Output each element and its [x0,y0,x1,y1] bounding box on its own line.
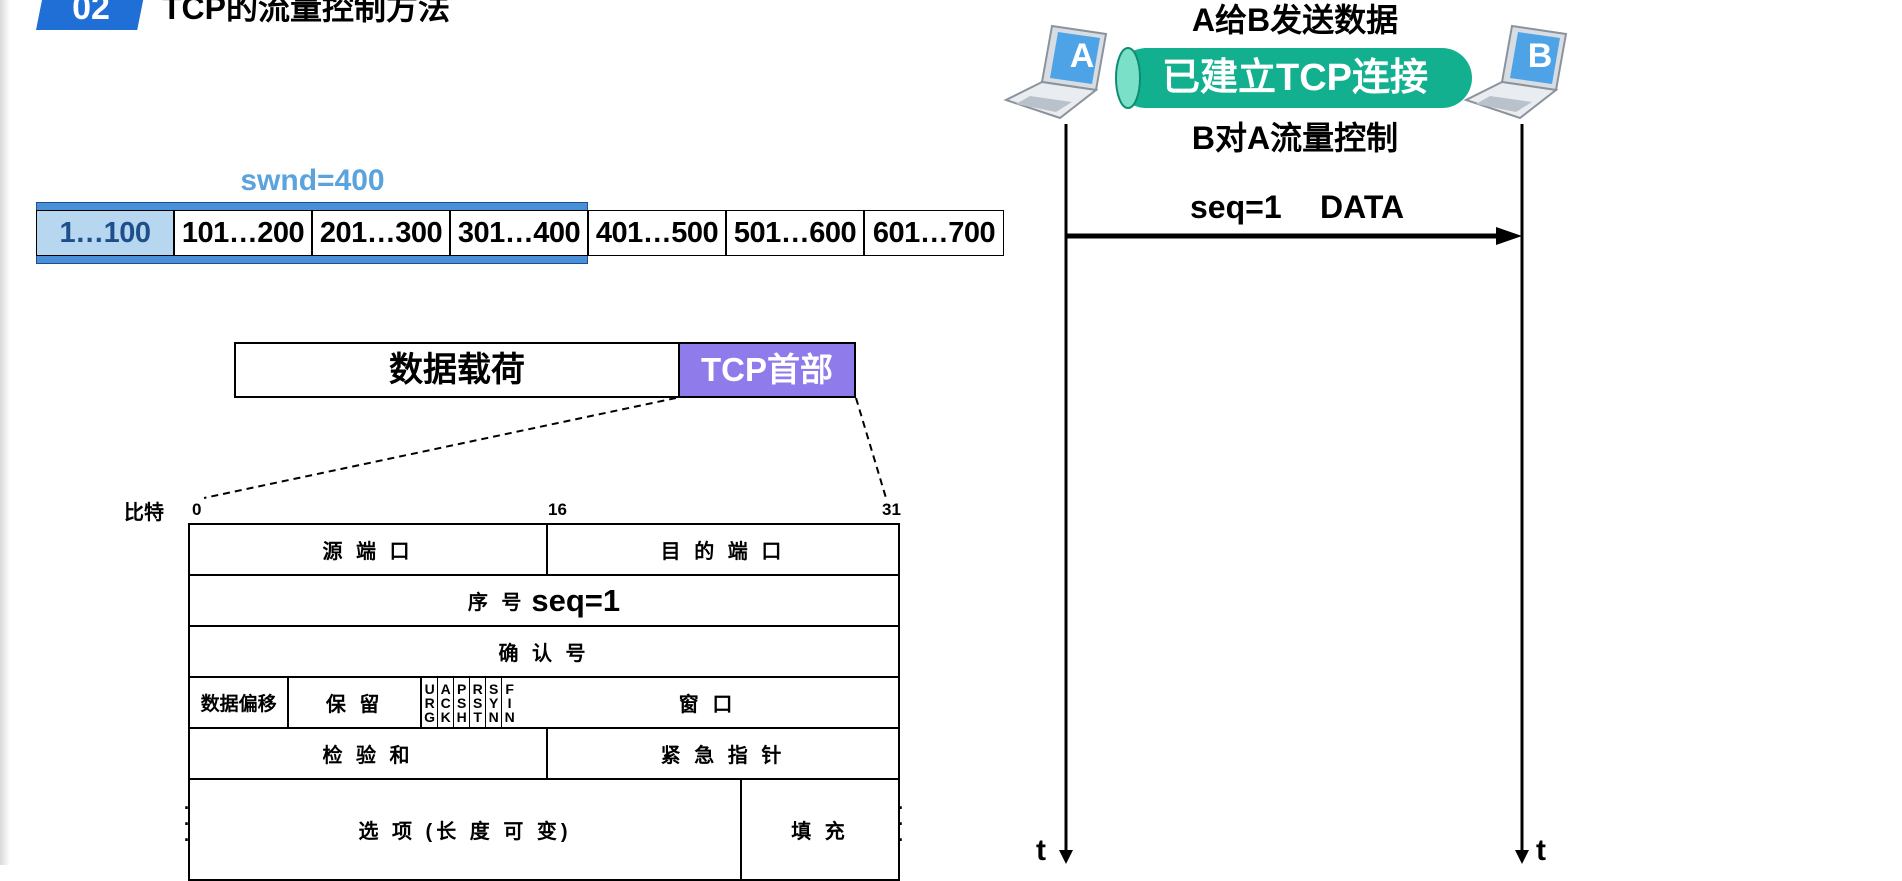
time-axis-label-a: t [1036,834,1046,867]
data-offset-field: 数据偏移 [200,694,277,715]
section-badge: 02 [36,0,146,30]
sequence-number-field: 序 号 seq=1 [190,576,898,625]
bit-16-label: 16 [548,500,567,519]
dashed-line-right [855,397,887,499]
time-axis-label-b: t [1536,834,1546,867]
segment-tcp-header: TCP首部 [680,344,854,396]
slide-title: TCP的流量控制方法 [162,0,451,26]
swnd-label: swnd=400 [240,164,385,197]
byte-range-cell: 501…600 [727,211,865,255]
options-dots-left: ··· [184,798,190,850]
options-dots-right: ··· [898,798,904,850]
bit-0-label: 0 [192,500,202,519]
tcp-connection-pipe [1116,48,1472,108]
reserved-field: 保 留 [287,678,420,727]
byte-range-cell: 101…200 [175,211,313,255]
options-field: 选 项 (长 度 可 变) [358,821,572,843]
message-seq-label: seq=1 [1190,189,1282,225]
seq-field-value: seq=1 [531,582,621,618]
pipe-end-ellipse [1115,47,1141,109]
byte-range-cell: 1…100 [37,211,175,255]
lifeline-a-arrow [1059,850,1073,864]
connection-label: 已建立TCP连接 [1161,57,1428,99]
ack-number-field: 确 认 号 [498,643,590,665]
urgent-pointer-field: 紧 急 指 针 [546,729,898,778]
laptop-b-icon [1463,24,1568,120]
header-row-ack: 确 认 号 [190,627,898,678]
message-data-label: DATA [1320,189,1405,225]
seq-field-label: 序 号 [467,592,526,614]
flow-control-label: B对A流量控制 [1191,120,1399,156]
dest-port-field: 目 的 端 口 [546,525,898,574]
checksum-field: 检 验 和 [322,745,414,767]
source-port-field: 源 端 口 [322,541,414,563]
byte-range-cell: 201…300 [313,211,451,255]
header-row-ports: 源 端 口 目 的 端 口 [190,525,898,576]
page-edge-shadow [0,0,10,865]
send-direction-label: A给B发送数据 [1191,2,1399,38]
bit-31-label: 31 [882,500,901,519]
segment-payload: 数据载荷 [236,344,680,396]
lifeline-b-arrow [1515,850,1529,864]
laptop-a-icon [1003,24,1108,120]
tcp-segment: 数据载荷 TCP首部 [234,342,856,398]
header-row-checksum: 检 验 和 紧 急 指 针 [190,729,898,780]
dashed-line-left [203,397,677,499]
byte-range-cell: 301…400 [451,211,589,255]
byte-range-cell: 401…500 [589,211,727,255]
header-row-seq: 序 号 seq=1 [190,576,898,627]
byte-range-cell: 601…700 [872,217,996,249]
padding-field: 填 充 [740,780,898,879]
host-b-label: B [1527,37,1553,75]
data-message-arrowhead [1496,227,1522,245]
window-field: 窗 口 [678,694,737,716]
bits-label: 比特 [124,502,164,524]
host-a-label: A [1069,37,1095,75]
